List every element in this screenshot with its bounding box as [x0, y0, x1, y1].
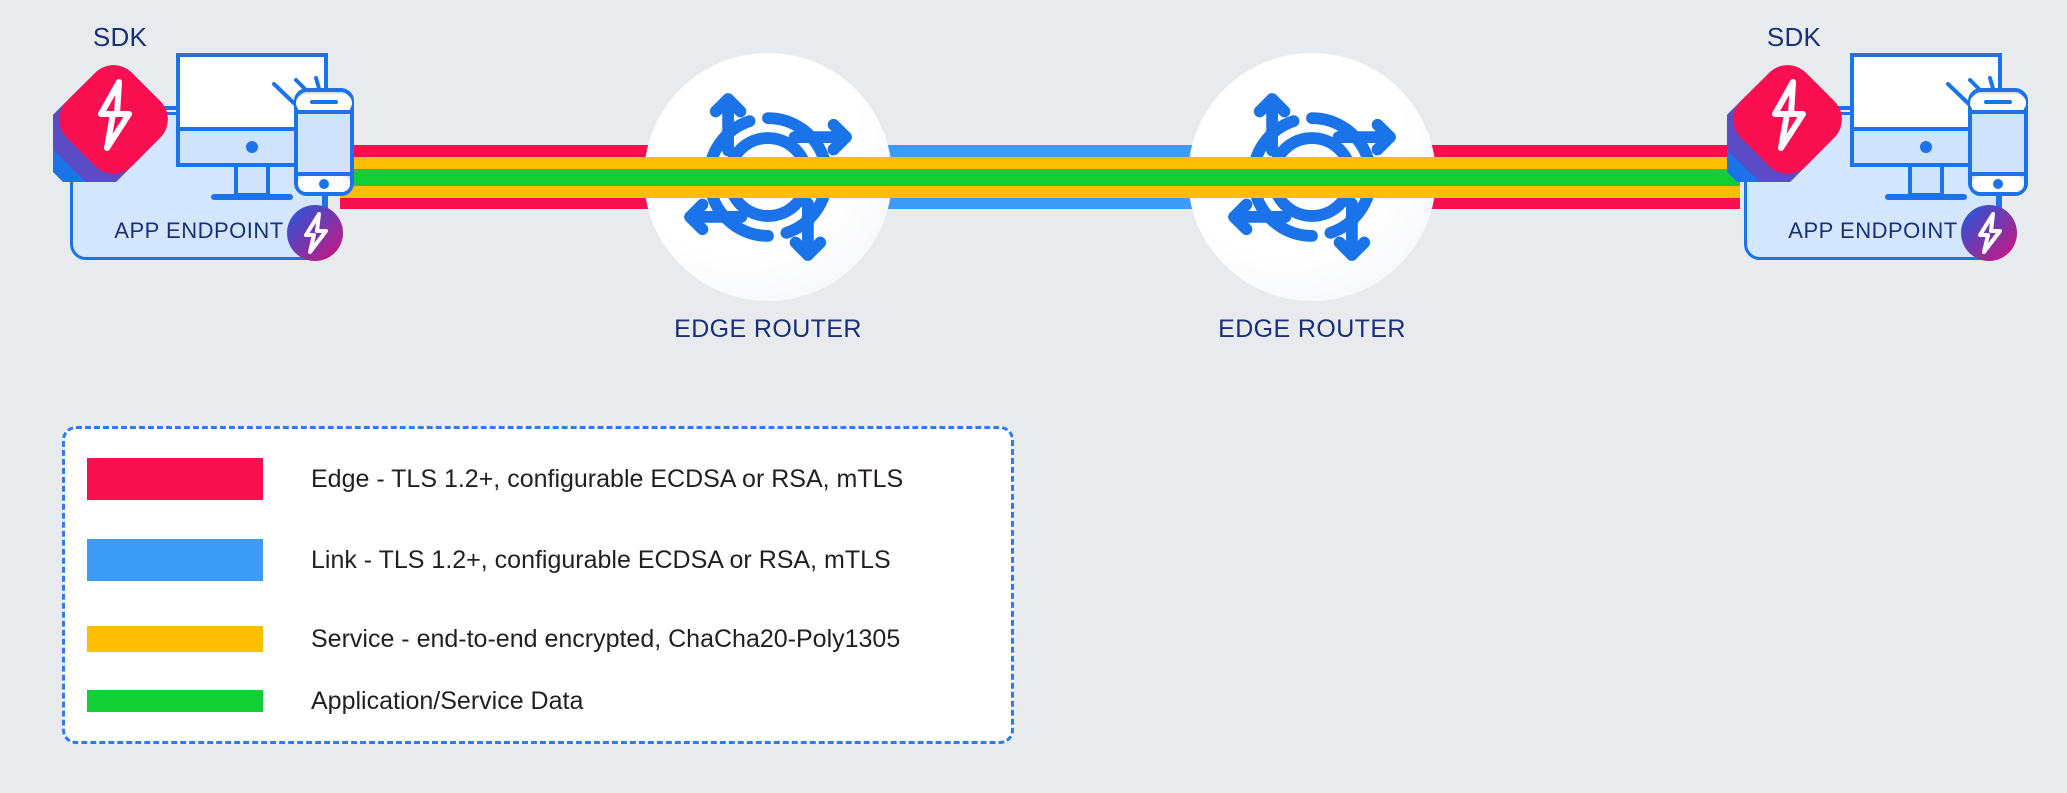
stripe-service-bot	[1188, 186, 1436, 198]
legend-item-service: Service - end-to-end encrypted, ChaCha20…	[87, 613, 991, 665]
legend-item-edge: Edge - TLS 1.2+, configurable ECDSA or R…	[87, 453, 991, 505]
monitor-and-phone-icon	[156, 53, 354, 210]
legend-swatch-service	[87, 626, 263, 652]
legend-label-data: Application/Service Data	[311, 686, 584, 715]
right-router-label: EDGE ROUTER	[1218, 315, 1406, 343]
stripe-service-top	[644, 157, 892, 169]
router-overlay-stripes-left	[644, 145, 892, 209]
legend-panel: Edge - TLS 1.2+, configurable ECDSA or R…	[62, 426, 1014, 744]
stripe-link-bot	[700, 198, 1260, 209]
right-app-endpoint[interactable]: APP ENDPOINT SDK	[1727, 22, 2042, 288]
stripe-service-bot	[644, 186, 892, 198]
sdk-stack-icon	[53, 65, 168, 182]
stripe-edge-bot	[340, 198, 760, 209]
legend-swatch-link	[87, 539, 263, 581]
ziti-bolt-badge-icon[interactable]	[286, 204, 344, 262]
legend-label-link: Link - TLS 1.2+, configurable ECDSA or R…	[311, 545, 891, 574]
legend-swatch-data	[87, 690, 263, 712]
legend-item-data: Application/Service Data	[87, 675, 991, 727]
stripe-service-top	[1188, 157, 1436, 169]
left-app-endpoint[interactable]: APP ENDPOINT	[53, 22, 368, 288]
left-router-label: EDGE ROUTER	[674, 315, 862, 343]
stripe-data	[1188, 169, 1436, 186]
stripe-edge-bot	[1200, 198, 1740, 209]
stripe-data	[644, 169, 892, 186]
legend-item-link: Link - TLS 1.2+, configurable ECDSA or R…	[87, 534, 991, 586]
endpoint-label: APP ENDPOINT	[114, 218, 284, 243]
router-overlay-stripes-right	[1188, 145, 1436, 209]
legend-label-edge: Edge - TLS 1.2+, configurable ECDSA or R…	[311, 464, 904, 493]
sdk-label: SDK	[92, 22, 148, 52]
endpoint-label: APP ENDPOINT	[1788, 218, 1958, 243]
sdk-stack-icon	[1727, 65, 1842, 182]
sdk-label: SDK	[1766, 22, 1822, 52]
legend-label-service: Service - end-to-end encrypted, ChaCha20…	[311, 624, 901, 653]
monitor-and-phone-icon	[1830, 53, 2028, 210]
legend-swatch-edge	[87, 458, 263, 500]
ziti-bolt-badge-icon[interactable]	[1960, 204, 2018, 262]
